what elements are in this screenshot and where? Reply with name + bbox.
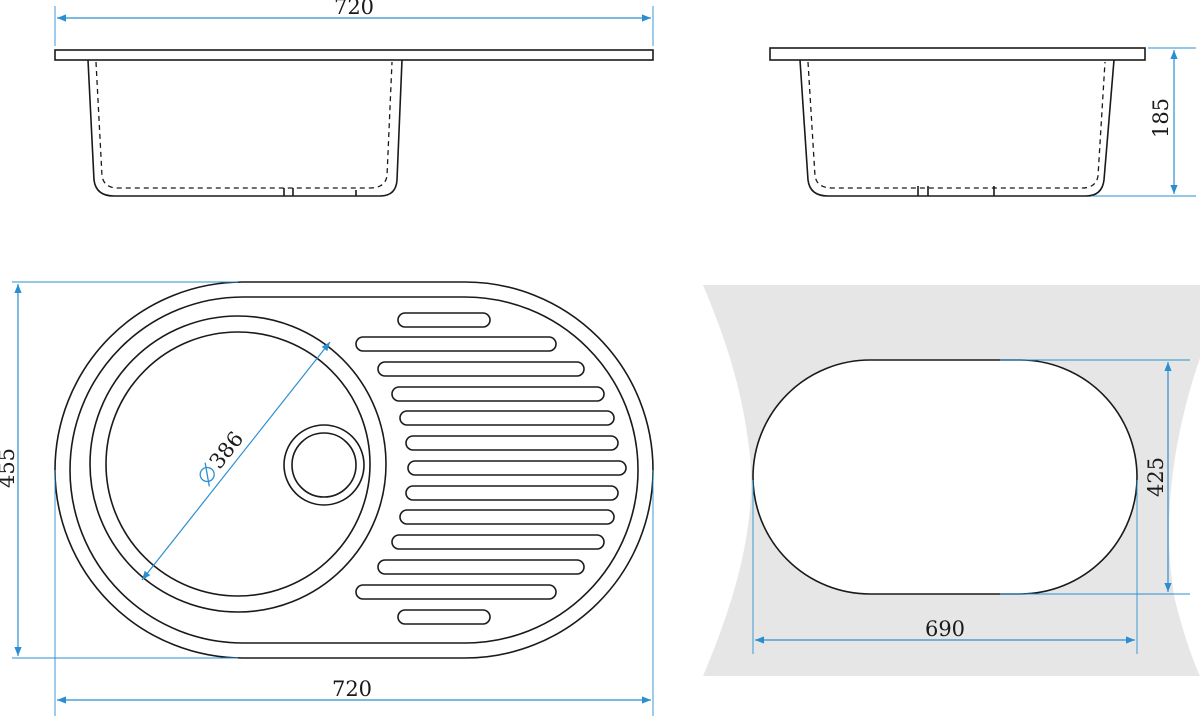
side-view-bowl-inner-hidden xyxy=(807,61,1106,189)
dimension-plan-height: 455 xyxy=(0,281,238,659)
drain-rib xyxy=(355,336,557,352)
drain-rib xyxy=(399,509,615,525)
bowl-diameter-label-group: 386 xyxy=(199,427,249,487)
dimension-bowl-diameter: 386 xyxy=(141,341,331,581)
front-width-label: 720 xyxy=(334,0,374,19)
diameter-symbol-icon xyxy=(199,466,215,483)
cutout-height-label: 425 xyxy=(1144,457,1168,497)
plan-height-label: 455 xyxy=(0,448,19,488)
side-height-label: 185 xyxy=(1149,98,1173,138)
drain-rib xyxy=(397,312,491,328)
countertop-cutout-view xyxy=(703,285,1200,676)
drainboard-ribs xyxy=(355,312,627,625)
side-view-drain xyxy=(917,186,995,196)
plan-view-inner-rim xyxy=(69,296,639,644)
sink-cutout-opening xyxy=(752,359,1138,595)
drain-rib xyxy=(399,410,615,426)
drain-rib xyxy=(397,609,491,625)
drain-rib xyxy=(405,435,619,451)
dimension-cutout-width: 690 xyxy=(752,480,1138,654)
front-view-rim xyxy=(54,49,654,61)
front-view-drain xyxy=(283,188,357,196)
diameter-symbol-slash xyxy=(204,462,210,487)
side-view-rim xyxy=(769,47,1146,61)
dimension-line xyxy=(141,341,331,581)
bowl-diameter-label: 386 xyxy=(205,427,249,473)
dimension-cutout-height: 425 xyxy=(1000,359,1190,595)
drain-rib xyxy=(405,485,619,501)
drain-inner-ring xyxy=(291,432,357,498)
drain-rib xyxy=(355,584,557,600)
cutout-width-label: 690 xyxy=(925,617,965,641)
plan-width-label: 720 xyxy=(332,677,372,701)
dimension-plan-width: 720 xyxy=(54,470,654,716)
side-view-bowl-outline xyxy=(799,59,1115,197)
bowl-outer-edge xyxy=(89,315,387,613)
dimension-front-width: 720 xyxy=(54,0,654,46)
drain-rib xyxy=(391,534,605,550)
drain-rib xyxy=(407,460,627,476)
drain-rib xyxy=(377,559,585,575)
side-section-view xyxy=(769,47,1146,197)
plan-view xyxy=(54,281,654,659)
front-view-bowl-outline xyxy=(87,59,403,197)
drain-outer-ring xyxy=(283,424,365,506)
bowl-inner-edge xyxy=(105,331,371,597)
dimension-side-height: 185 xyxy=(1092,47,1196,197)
front-section-view xyxy=(54,49,654,197)
front-view-bowl-inner-hidden xyxy=(95,61,393,189)
drain-rib xyxy=(377,361,585,377)
plan-view-outer-rim xyxy=(54,281,654,659)
drain-rib xyxy=(391,386,605,402)
